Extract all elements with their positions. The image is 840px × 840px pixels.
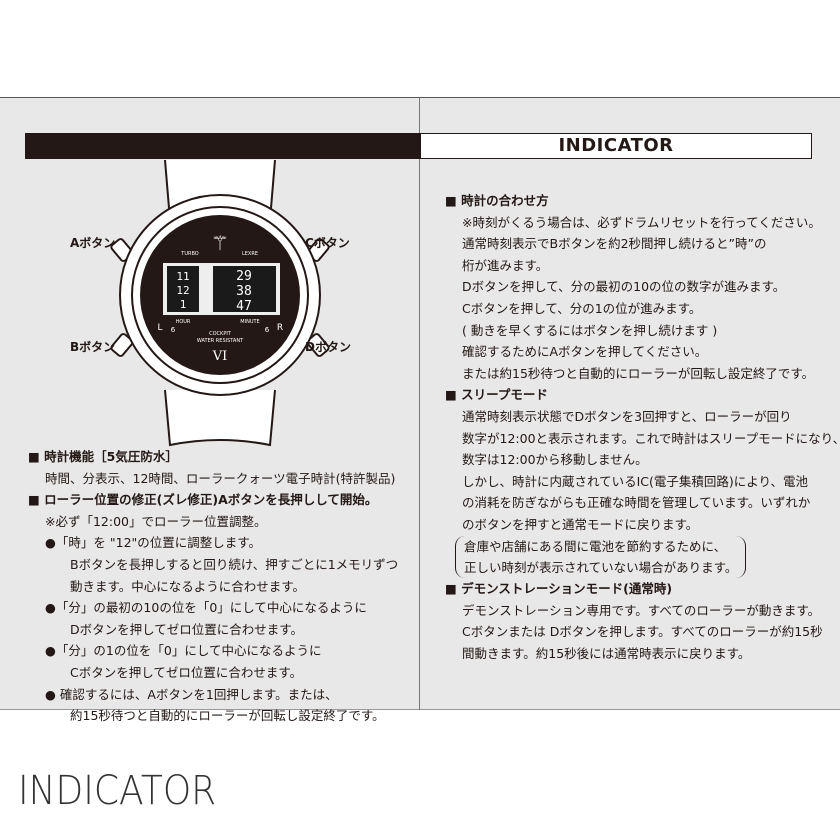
dial-l: L <box>157 323 162 333</box>
dial-text-right: LEXRE <box>242 251 258 257</box>
sleep-note: 倉庫や店舗にある間に電池を節約するために、 正しい時刻が表示されていない場合があ… <box>455 535 747 578</box>
text-line: 倉庫や店舗にある間に電池を節約するために、 <box>464 538 727 554</box>
heading-sleep-mode: スリープモード <box>445 384 840 406</box>
text-line: 通常時刻表示でBボタンを約2秒間押し続けると”時”の <box>462 236 767 252</box>
logo-icon: ⚚ <box>211 231 229 255</box>
d-button-label: Dボタン <box>305 340 351 354</box>
text-line: しかし、時計に内蔵されているIC(電子集積回路)により、電池 <box>462 473 809 489</box>
hour-label: HOUR <box>176 319 191 325</box>
dial-numeral: VI <box>212 349 228 364</box>
minute-digit-center: 38 <box>236 284 252 299</box>
footer-title: INDICATOR <box>18 768 217 814</box>
dial-water: WATER RESISTANT <box>197 338 244 344</box>
text-line: 正しい時刻が表示されていない場合があります。 <box>464 559 738 575</box>
text-line: ※時刻がくるう場合は、必ずドラムリセットを行ってください。 <box>462 214 821 230</box>
text-line: 確認するためにAボタンを押してください。 <box>462 344 708 360</box>
section-title: INDICATOR <box>420 133 812 159</box>
text-line: ※必ず「12:00」でローラー位置調整。 <box>45 513 267 529</box>
text-line: 動きます。中心になるように合わせます。 <box>70 578 306 594</box>
hour-roller <box>167 266 199 312</box>
text-line: ●「分」の最初の10の位を「0」にして中心になるように <box>45 600 367 616</box>
text-line: 約15秒待つと自動的にローラーが回転し設定終了です。 <box>70 708 385 724</box>
text-line: デモンストレーション専用です。すべてのローラーが動きます。 <box>462 602 821 618</box>
text-line: または約15秒待つと自動的にローラーが回転し設定終了です。 <box>462 365 815 381</box>
minute-digit-top: 29 <box>236 269 252 284</box>
text-line: Dボタンを押してゼロ位置に合わせます。 <box>70 621 304 637</box>
text-line: のボタンを押すと通常モードに戻ります。 <box>462 516 699 532</box>
text-line: Bボタンを長押しすると回り続け、押すごとに1メモリずつ <box>70 556 399 572</box>
text-line: の消耗を防ぎながらも正確な時間を管理しています。いずれか <box>462 495 811 511</box>
text-line: ●「時」を "12"の位置に調整します。 <box>45 535 262 551</box>
left-instructions: 時計機能［5気圧防水］ 時間、分表示、12時間、ローラークォーツ電子時計(特許製… <box>28 446 398 727</box>
text-line: Cボタンまたは Dボタンを押します。すべてのローラーが約15秒 <box>462 624 823 640</box>
dial-six-left: 6 <box>171 326 176 334</box>
hour-digit-bottom: 1 <box>180 298 187 311</box>
b-button-label: Bボタン <box>70 340 116 354</box>
text-line: Cボタンを押して、分の1の位が進みます。 <box>462 300 702 316</box>
column-divider <box>419 97 420 710</box>
text-line: Cボタンを押してゼロ位置に合わせます。 <box>70 664 303 680</box>
heading-time-setting: 時計の合わせ方 <box>445 190 840 212</box>
minute-roller <box>213 266 276 312</box>
watch-strap-bottom <box>164 389 276 447</box>
text-line: ● 確認するには、Aボタンを1回押します。または、 <box>45 686 338 702</box>
dial-brand: COCKPIT <box>209 331 232 337</box>
hour-digit-center: 12 <box>176 284 189 297</box>
text-line: 時間、分表示、12時間、ローラークォーツ電子時計(特許製品) <box>45 470 396 486</box>
text-line: 数字は12:00から移動しません。 <box>462 452 648 468</box>
heading-functions: 時計機能［5気圧防水］ <box>28 446 398 468</box>
text-line: ( 動きを早くするにはボタンを押し続けます ) <box>462 322 718 338</box>
watch-illustration: 11 12 1 29 38 47 TURBO LEXRE HOUR MINUTE… <box>110 160 330 447</box>
minute-digit-bottom: 47 <box>236 299 252 314</box>
black-header-bar <box>25 133 420 159</box>
heading-demo-mode: デモンストレーションモード(通常時) <box>445 578 840 600</box>
right-instructions: 時計の合わせ方 ※時刻がくるう場合は、必ずドラムリセットを行ってください。 通常… <box>445 190 840 664</box>
heading-roller-correction: ローラー位置の修正(ズレ修正)Aボタンを長押しして開始。 <box>28 489 398 511</box>
a-button-label: Aボタン <box>70 236 116 250</box>
text-line: 桁が進みます。 <box>462 257 549 273</box>
dial-text-left: TURBO <box>180 251 199 257</box>
minute-label: MINUTE <box>240 319 259 325</box>
dial-six-right: 6 <box>265 326 270 334</box>
hour-digit-top: 11 <box>176 270 189 283</box>
text-line: ●「分」の1の位を「0」にして中心になるように <box>45 643 322 659</box>
text-line: Dボタンを押して、分の最初の10の位の数字が進みます。 <box>462 279 786 295</box>
c-button-label: Cボタン <box>305 236 350 250</box>
dial-r: R <box>277 323 283 333</box>
text-line: 数字が12:00と表示されます。これで時計はスリープモードになり、 <box>462 430 840 446</box>
text-line: 通常時刻表示状態でDボタンを3回押すと、ローラーが回り <box>462 408 792 424</box>
text-line: 間動きます。約15秒後には通常時表示に戻ります。 <box>462 645 751 661</box>
